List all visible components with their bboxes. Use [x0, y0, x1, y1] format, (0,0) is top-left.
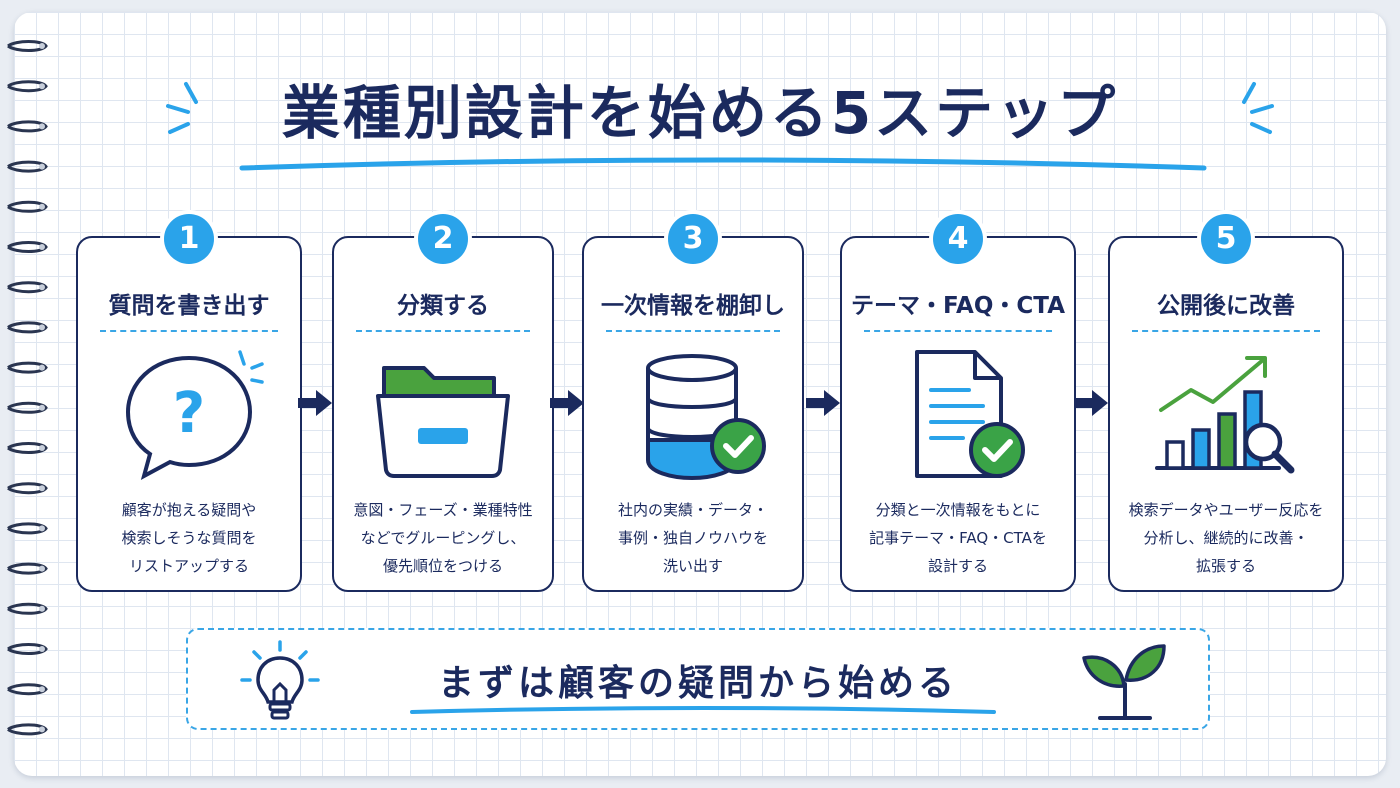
desc-line: 社内の実績・データ・ [617, 501, 768, 519]
desc-line: 洗い出す [662, 557, 723, 575]
step-title: 公開後に改善 [1157, 293, 1295, 319]
step-number-badge: 5 [1201, 214, 1251, 264]
desc-line: 分析し、継続的に改善・ [1143, 529, 1309, 547]
step-description: 社内の実績・データ・ 事例・独自ノウハウを 洗い出す [592, 496, 794, 580]
lightbulb-icon [240, 640, 320, 720]
footer-underline [410, 706, 996, 714]
spiral-ring [7, 361, 48, 374]
desc-line: 事例・独自ノウハウを [617, 529, 768, 547]
step-description: 検索データやユーザー反応を 分析し、継続的に改善・ 拡張する [1118, 496, 1334, 580]
dashed-divider [606, 330, 780, 332]
spiral-ring [7, 241, 48, 253]
step-number-badge: 2 [418, 214, 468, 264]
dashed-divider [100, 330, 278, 332]
spiral-ring [7, 683, 48, 696]
step-card-4: 4 テーマ・FAQ・CTA 分類と一次情報をもとに 記事テーマ・FAQ・CTAを… [840, 214, 1076, 592]
sprout-icon [1082, 644, 1166, 720]
footer-banner: まずは顧客の疑問から始める [186, 628, 1210, 730]
growth-chart-search-icon [1155, 356, 1295, 474]
step-card-5: 5 公開後に改善 検索データやユーザー反応を 分析し、継続的に改善・ 拡張する [1108, 214, 1344, 592]
document-check-icon [915, 350, 1025, 478]
svg-text:?: ? [173, 381, 205, 446]
step-number-badge: 1 [164, 214, 214, 264]
desc-line: 顧客が抱える疑問や [121, 501, 257, 519]
title-spark-left-icon [166, 82, 198, 134]
step-number-badge: 4 [933, 214, 983, 264]
dashed-divider [1132, 330, 1320, 332]
desc-line: 優先順位をつける [382, 557, 503, 575]
step-arrow-icon [806, 390, 840, 416]
spiral-ring [7, 643, 48, 655]
database-check-icon [646, 354, 766, 481]
step-arrow-icon [1074, 390, 1108, 416]
spiral-ring [7, 562, 48, 575]
spiral-ring [7, 602, 48, 615]
spiral-ring [7, 80, 48, 93]
spiral-binding [7, 40, 48, 736]
desc-line: 意図・フェーズ・業種特性 [353, 501, 533, 519]
step-card-2: 2 分類する 意図・フェーズ・業種特性 などでグルーピングし、 優先順位をつける [332, 214, 554, 592]
spiral-ring [7, 40, 48, 52]
question-bubble-icon: ? [125, 350, 264, 480]
desc-line: リストアップする [128, 557, 249, 575]
step-card-3: 3 一次情報を棚卸し 社内の実績・データ・ 事例・独自ノウハウを 洗い出す [582, 214, 804, 592]
spiral-ring [7, 522, 48, 535]
folder-icon [376, 366, 510, 478]
spiral-ring [7, 200, 48, 213]
desc-line: 分類と一次情報をもとに [875, 501, 1041, 519]
step-title: 質問を書き出す [108, 293, 270, 319]
spiral-ring [7, 442, 48, 454]
dashed-divider [356, 330, 530, 332]
spiral-ring [7, 160, 48, 173]
step-description: 意図・フェーズ・業種特性 などでグルーピングし、 優先順位をつける [342, 496, 544, 580]
spiral-ring [7, 401, 48, 414]
title-spark-right-icon [1242, 82, 1274, 134]
step-arrow-icon [550, 390, 584, 416]
step-number-badge: 3 [668, 214, 718, 264]
step-title: 一次情報を棚卸し [601, 293, 785, 319]
step-title: テーマ・FAQ・CTA [850, 293, 1065, 319]
desc-line: 記事テーマ・FAQ・CTAを [869, 529, 1047, 547]
step-description: 顧客が抱える疑問や 検索しそうな質問を リストアップする [86, 496, 292, 580]
spiral-ring [7, 120, 48, 133]
title-underline [239, 157, 1207, 171]
page-title: 業種別設計を始める5ステップ [281, 79, 1119, 147]
desc-line: 検索データやユーザー反応を [1128, 501, 1324, 519]
spiral-ring [7, 723, 48, 736]
step-title: 分類する [397, 293, 489, 319]
step-card-1: 1 質問を書き出す ? 顧客が抱える疑問や 検索しそうな質問を リストアップする [76, 214, 302, 592]
spiral-ring [7, 321, 48, 334]
desc-line: 拡張する [1195, 557, 1256, 575]
spiral-ring [7, 482, 48, 495]
footer-message: まずは顧客の疑問から始める [437, 663, 958, 704]
desc-line: 設計する [927, 557, 988, 575]
desc-line: などでグルーピングし、 [360, 529, 526, 547]
step-description: 分類と一次情報をもとに 記事テーマ・FAQ・CTAを 設計する [850, 496, 1066, 580]
dashed-divider [864, 330, 1052, 332]
desc-line: 検索しそうな質問を [121, 529, 257, 547]
step-arrow-icon [298, 390, 332, 416]
spiral-ring [7, 281, 48, 294]
